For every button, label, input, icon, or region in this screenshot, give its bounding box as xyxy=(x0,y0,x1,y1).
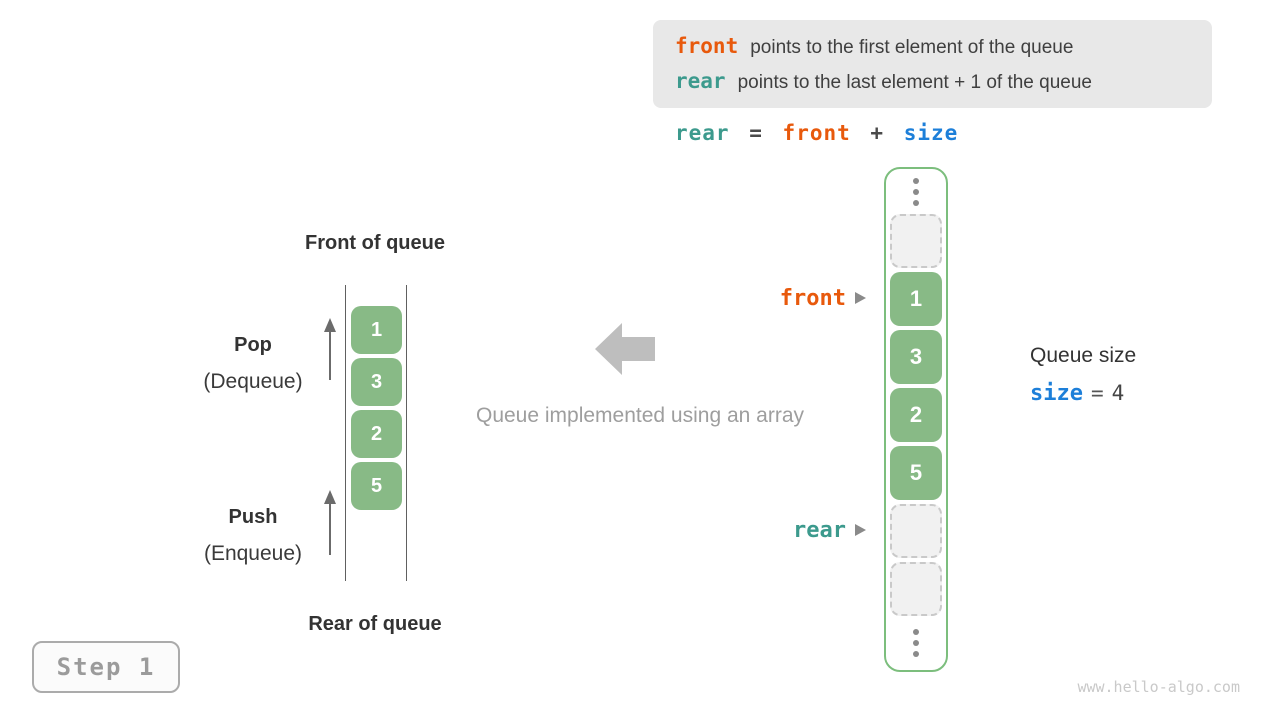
legend-line-rear: rear points to the last element + 1 of t… xyxy=(675,69,1212,94)
array-cell-5: 5 xyxy=(890,446,942,500)
pointer-arrow-icon xyxy=(855,524,866,536)
step-badge: Step 1 xyxy=(32,641,180,693)
rear-of-queue-label: Rear of queue xyxy=(308,613,442,635)
legend-front-text: points to the first element of the queue xyxy=(750,37,1074,58)
push-label: Push xyxy=(228,506,278,528)
queue-cell-2: 2 xyxy=(351,410,402,458)
queue-size-title: Queue size xyxy=(1030,344,1137,367)
watermark: www.hello-algo.com xyxy=(1077,678,1240,696)
formula-front: front xyxy=(782,121,851,145)
dequeue-label: (Dequeue) xyxy=(203,370,303,393)
rear-pointer: rear xyxy=(700,516,866,544)
array-caption: Queue implemented using an array xyxy=(475,404,805,427)
size-keyword: size xyxy=(1030,381,1083,406)
size-value: 4 xyxy=(1111,381,1125,405)
pointer-arrow-icon xyxy=(855,292,866,304)
equals-sign: = xyxy=(749,121,763,145)
array-cell-2: 2 xyxy=(890,388,942,442)
array-cell-3: 3 xyxy=(890,330,942,384)
push-up-arrow-icon xyxy=(324,490,336,555)
rear-pointer-label: rear xyxy=(793,517,846,543)
ellipsis-icon xyxy=(913,178,919,206)
queue-channel-left-line xyxy=(345,285,346,581)
pop-up-arrow-icon xyxy=(324,318,336,380)
pop-label: Pop xyxy=(234,334,272,356)
front-pointer: front xyxy=(700,284,866,312)
array-cell-empty xyxy=(890,562,942,616)
plus-sign: + xyxy=(870,121,885,145)
queue-cell-5: 5 xyxy=(351,462,402,510)
legend-box: front points to the first element of the… xyxy=(653,20,1212,108)
queue-channel-right-line xyxy=(406,285,407,581)
array-cell-empty xyxy=(890,214,942,268)
enqueue-label: (Enqueue) xyxy=(203,542,303,565)
array-cell-empty xyxy=(890,504,942,558)
legend-line-front: front points to the first element of the… xyxy=(675,34,1212,59)
rear-keyword: rear xyxy=(675,69,726,93)
array-cell-1: 1 xyxy=(890,272,942,326)
queue-cell-1: 1 xyxy=(351,306,402,354)
formula-rear: rear xyxy=(675,121,730,145)
queue-size-block: Queue size size = 4 xyxy=(1030,344,1136,406)
formula-size: size xyxy=(903,121,959,145)
queue-cell-3: 3 xyxy=(351,358,402,406)
front-of-queue-label: Front of queue xyxy=(305,232,445,254)
front-keyword: front xyxy=(675,34,739,58)
left-block-arrow-icon xyxy=(595,323,655,375)
front-pointer-label: front xyxy=(779,285,846,311)
equals-sign: = xyxy=(1090,381,1104,405)
legend-rear-text: points to the last element + 1 of the qu… xyxy=(737,72,1092,93)
ellipsis-icon xyxy=(913,629,919,657)
queue-size-formula: size = 4 xyxy=(1030,381,1136,406)
formula: rear = front + size xyxy=(675,121,964,145)
